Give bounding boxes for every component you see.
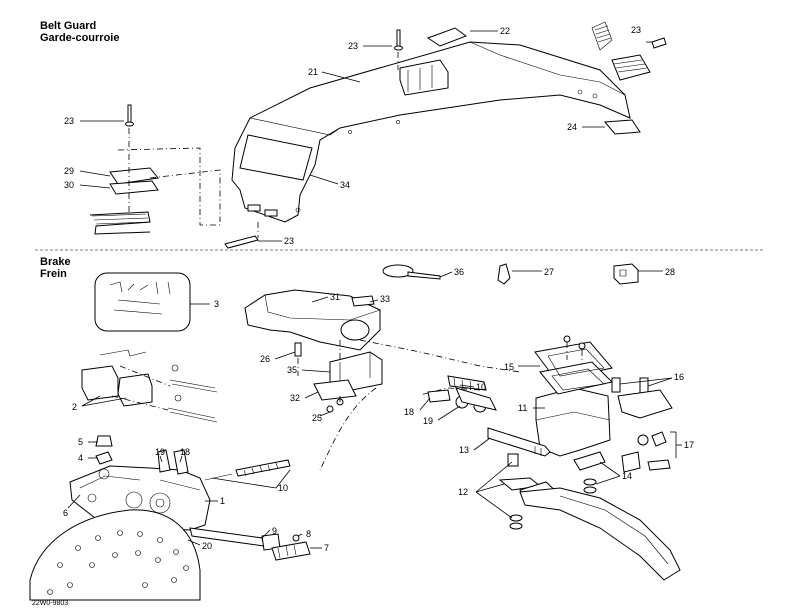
- belt-guard-title-en: Belt Guard: [40, 20, 97, 32]
- belt-guard-heading: Belt Guard Garde-courroie: [40, 20, 119, 44]
- callout-26: 26: [260, 354, 270, 364]
- callout-10: 10: [476, 382, 486, 392]
- callout-20: 20: [202, 541, 212, 551]
- callout-32: 32: [290, 393, 300, 403]
- callout-22: 22: [500, 26, 510, 36]
- callout-23: 23: [631, 25, 641, 35]
- callout-30: 30: [64, 180, 74, 190]
- callout-23: 23: [284, 236, 294, 246]
- callout-34: 34: [340, 180, 350, 190]
- callout-31: 31: [330, 292, 340, 302]
- callout-29: 29: [64, 166, 74, 176]
- callout-28: 28: [665, 267, 675, 277]
- callout-36: 36: [454, 267, 464, 277]
- callout-19: 19: [155, 447, 165, 457]
- brake-title-fr: Frein: [40, 268, 67, 280]
- callout-5: 5: [78, 437, 83, 447]
- callout-1: 1: [220, 496, 225, 506]
- callout-24: 24: [567, 122, 577, 132]
- callout-6: 6: [63, 508, 68, 518]
- callout-7: 7: [324, 543, 329, 553]
- callout-33: 33: [380, 294, 390, 304]
- callout-4: 4: [78, 453, 83, 463]
- callout-23: 23: [348, 41, 358, 51]
- callout-18: 18: [180, 447, 190, 457]
- callout-25: 25: [312, 413, 322, 423]
- brake-drawing: [29, 263, 681, 601]
- callout-27: 27: [544, 267, 554, 277]
- callout-35: 35: [287, 365, 297, 375]
- callout-17: 17: [684, 440, 694, 450]
- callout-13: 13: [459, 445, 469, 455]
- callout-3: 3: [214, 299, 219, 309]
- brake-callouts: 36 27 28 31 33 3 26 35 32 25 2 10 15 16 …: [63, 267, 694, 553]
- callout-14: 14: [622, 471, 632, 481]
- belt-guard-title-fr: Garde-courroie: [40, 32, 120, 44]
- callout-18: 18: [404, 407, 414, 417]
- callout-19: 19: [423, 416, 433, 426]
- callout-2: 2: [72, 402, 77, 412]
- drawing-code: 22W0-9803: [32, 600, 69, 607]
- belt-guard-drawing: [89, 21, 667, 249]
- callout-12: 12: [458, 487, 468, 497]
- callout-9: 9: [272, 526, 277, 536]
- callout-16: 16: [674, 372, 684, 382]
- callout-21: 21: [308, 67, 318, 77]
- callout-15: 15: [504, 362, 514, 372]
- brake-heading: Brake Frein: [40, 256, 71, 280]
- callout-11: 11: [518, 403, 527, 413]
- callout-10: 10: [278, 483, 288, 493]
- callout-8: 8: [306, 529, 311, 539]
- brake-title-en: Brake: [40, 256, 71, 268]
- belt-guard-callouts: 22 23 21 23 24 23 29 30 34 23: [64, 25, 652, 246]
- callout-23: 23: [64, 116, 74, 126]
